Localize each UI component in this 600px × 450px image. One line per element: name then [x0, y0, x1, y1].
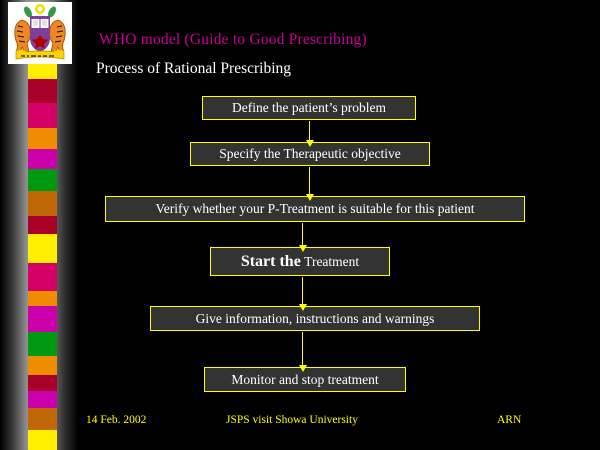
- flowchart-node-label: Monitor and stop treatment: [231, 371, 379, 387]
- color-strip-segment: [28, 234, 57, 264]
- color-strip-segment: [28, 102, 57, 129]
- arrow-define-specify: [305, 121, 314, 147]
- footer-author: ARN: [497, 414, 522, 426]
- page-title: WHO model (Guide to Good Prescribing): [99, 31, 367, 48]
- flowchart-node-label: Define the patient’s problem: [231, 100, 387, 116]
- color-strip-segment: [28, 79, 57, 103]
- color-strip-segment: [28, 128, 57, 149]
- university-coat-of-arms: [8, 2, 72, 64]
- decorative-color-strip: [28, 58, 57, 450]
- footer-date: 14 Feb. 2002: [86, 414, 147, 426]
- arrow-specify-verify: [305, 167, 314, 201]
- flowchart-node-label: Specify the Therapeutic objective: [219, 146, 401, 162]
- color-strip-segment: [28, 332, 57, 356]
- flowchart-node-label: Give information, instructions and warni…: [195, 310, 435, 326]
- color-strip-segment: [28, 148, 57, 170]
- color-strip-segment: [28, 408, 57, 431]
- flowchart-node-define: Define the patient’s problem: [202, 96, 416, 120]
- flowchart-node-inform: Give information, instructions and warni…: [150, 306, 480, 331]
- arrow-start-inform: [298, 277, 307, 311]
- flowchart-node-verify: Verify whether your P-Treatment is suita…: [105, 196, 525, 222]
- footer-event: JSPS visit Showa University: [226, 414, 358, 426]
- flowchart-node-label: Treatment: [300, 253, 360, 269]
- color-strip-segment: [28, 291, 57, 306]
- arrow-verify-start: [298, 223, 307, 252]
- color-strip-segment: [28, 169, 57, 192]
- color-strip-segment: [28, 375, 57, 391]
- flowchart-node-label-strong: Start the: [240, 252, 301, 270]
- color-strip-segment: [28, 215, 57, 235]
- color-strip-segment: [28, 355, 57, 376]
- arrow-inform-monitor: [298, 332, 307, 372]
- color-strip-segment: [28, 263, 57, 292]
- color-strip-segment: [28, 390, 57, 409]
- color-strip-segment: [28, 191, 57, 216]
- flowchart-node-label: Verify whether your P-Treatment is suita…: [155, 201, 475, 217]
- color-strip-segment: [28, 430, 57, 450]
- color-strip-segment: [28, 305, 57, 333]
- page-subtitle: Process of Rational Prescribing: [96, 60, 292, 77]
